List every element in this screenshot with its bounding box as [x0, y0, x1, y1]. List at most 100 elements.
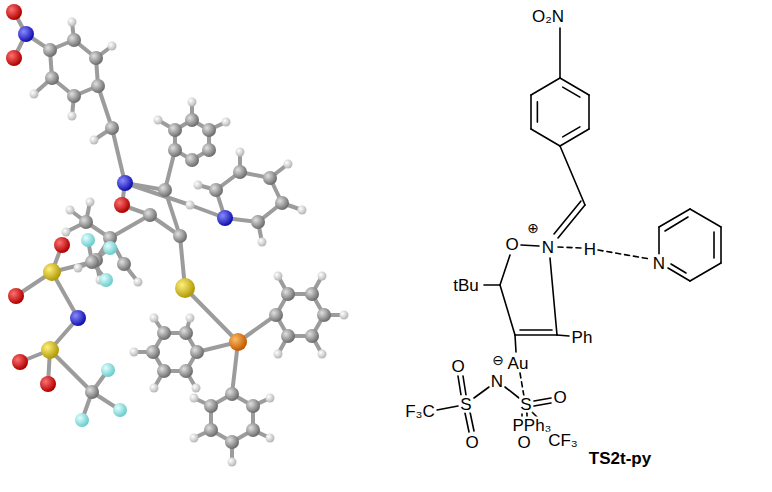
atom-ball [157, 326, 171, 340]
atom-ball [225, 435, 239, 449]
atom-ball [91, 79, 105, 93]
atom-ball [228, 458, 237, 467]
atom-ball [103, 241, 117, 255]
dashed-bond [598, 250, 650, 259]
atom-ball [222, 118, 231, 127]
atom-ball [67, 89, 81, 103]
atom-ball [194, 181, 203, 190]
atom-ball [217, 210, 233, 226]
atom-ball [146, 345, 160, 359]
atom-ball [246, 423, 260, 437]
atom-ball [175, 278, 195, 298]
bond-line [554, 201, 581, 234]
bond-line [531, 78, 560, 95]
atom-ball [105, 121, 119, 135]
bond-stick [125, 183, 190, 205]
bond-stick [112, 128, 125, 183]
bond-line [474, 387, 489, 398]
atom-ball [85, 255, 99, 269]
atom-ball [67, 33, 81, 47]
atom-label: O [450, 358, 465, 375]
bond-line [550, 258, 557, 335]
bond-line [515, 335, 516, 352]
bond-line [463, 376, 466, 395]
atom-ball [185, 153, 199, 167]
charge-sign: ⊖ [491, 353, 505, 367]
atom-ball [266, 394, 275, 403]
bond-line [563, 87, 580, 97]
bond-line [563, 127, 580, 137]
bond-line [560, 146, 585, 205]
atom-ball [41, 341, 59, 359]
bond-line [520, 329, 552, 331]
atom-ball [188, 98, 197, 107]
bond-line [521, 245, 539, 246]
bond-line [484, 284, 500, 286]
atom-ball [62, 228, 71, 237]
atom-ball [298, 206, 307, 215]
substituent-label: tBu [452, 277, 480, 294]
atom-ball [157, 364, 171, 378]
atom-ball [85, 385, 99, 399]
atom-label: O [552, 389, 567, 406]
bond-line [668, 268, 690, 281]
atom-ball [70, 310, 86, 326]
dashed-bond [558, 247, 582, 248]
atom-ball [99, 273, 113, 287]
atom-label: S [459, 396, 472, 413]
atom-ball [190, 394, 199, 403]
atom-ball [108, 42, 117, 51]
atom-label: H [583, 241, 597, 258]
atom-ball [68, 18, 77, 27]
atom-ball [143, 208, 157, 222]
atom-ball [74, 264, 83, 273]
atom-ball [274, 272, 283, 281]
atom-ball [269, 308, 283, 322]
atom-ball [281, 287, 295, 301]
atom-ball [202, 143, 216, 157]
bond-line [530, 95, 532, 129]
bond-sticks [14, 12, 344, 462]
atom-label: O [504, 236, 519, 253]
atom-ball [204, 423, 218, 437]
bond-lines [437, 28, 721, 432]
atom-label: N [541, 239, 555, 256]
atom-ball [43, 43, 57, 57]
atom-ball [150, 314, 159, 323]
bond-line [500, 285, 515, 335]
atom-ball [204, 399, 218, 413]
bond-line [671, 264, 686, 273]
substituent-label: F₃C [404, 403, 436, 420]
bond-line [534, 398, 551, 401]
atom-ball [251, 215, 265, 229]
atom-ball [190, 345, 204, 359]
atom-ball [86, 198, 95, 207]
atom-ball [236, 148, 245, 157]
bond-line [560, 129, 589, 146]
bond-line [470, 412, 474, 431]
atom-ball [233, 165, 247, 179]
atom-ball [305, 329, 319, 343]
atom-ball [12, 354, 28, 370]
atom-ball [89, 51, 103, 65]
bond-line [515, 334, 557, 336]
charge-sign: ⊕ [526, 221, 540, 235]
atom-ball [305, 287, 319, 301]
atom-label: O [464, 434, 479, 451]
atom-ball [186, 201, 195, 210]
atom-ball [79, 215, 93, 229]
atom-ball [229, 333, 247, 351]
bond-line [690, 209, 721, 227]
atom-ball [114, 197, 130, 213]
bond-line [658, 227, 660, 254]
bond-stick [185, 288, 238, 342]
atom-ball [185, 113, 199, 127]
substituent-label: Ph [571, 329, 594, 346]
atom-ball [317, 308, 331, 322]
atom-ball [179, 364, 193, 378]
atom-ball [168, 123, 182, 137]
atom-ball [30, 90, 39, 99]
atom-ball [18, 26, 34, 42]
